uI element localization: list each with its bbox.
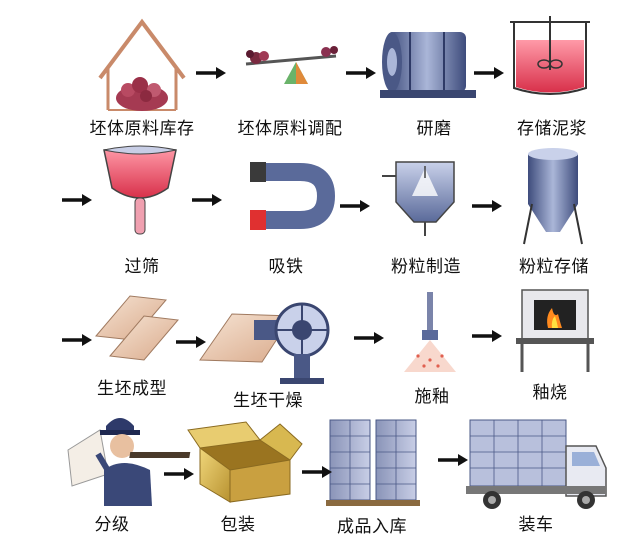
warehouse-stacks-icon <box>326 419 420 506</box>
step-label-raw-material-storage: 坯体原料库存 <box>89 119 195 139</box>
arrow-right-icon <box>164 468 194 480</box>
arrow-right-icon <box>192 194 222 206</box>
step-label-glazing: 施釉 <box>414 387 450 407</box>
arrow-right-icon <box>472 330 502 342</box>
dryer-fan-icon <box>199 302 330 384</box>
spray-dryer-icon <box>382 161 455 236</box>
arrow-right-icon <box>62 194 92 206</box>
arrow-right-icon <box>354 332 384 344</box>
step-label-sieving: 过筛 <box>124 257 160 277</box>
glaze-spray-icon <box>404 292 456 372</box>
step-label-loading: 装车 <box>518 515 554 535</box>
arrow-right-icon <box>346 67 376 79</box>
arrow-right-icon <box>62 334 92 346</box>
raw-material-storage-icon <box>98 18 186 111</box>
green-body-tiles-icon <box>95 295 179 361</box>
step-label-iron-removal: 吸铁 <box>268 257 304 277</box>
arrow-right-icon <box>302 466 332 478</box>
kiln-icon <box>516 289 594 372</box>
step-label-powder-storage: 粉粒存储 <box>519 257 589 277</box>
step-label-slurry-storage: 存储泥浆 <box>517 119 587 139</box>
step-label-grinding: 研磨 <box>416 119 452 139</box>
step-label-raw-material-mixing: 坯体原料调配 <box>237 119 343 139</box>
truck-icon <box>466 419 607 509</box>
arrow-right-icon <box>196 67 226 79</box>
packing-box-icon <box>129 421 303 503</box>
arrow-right-icon <box>474 67 504 79</box>
step-label-grading: 分级 <box>94 515 130 535</box>
arrow-right-icon <box>438 454 468 466</box>
raw-material-mixing-icon <box>245 46 338 84</box>
arrow-right-icon <box>472 200 502 212</box>
step-label-green-forming: 生坯成型 <box>97 379 167 399</box>
arrow-right-icon <box>176 336 206 348</box>
magnet-icon <box>250 162 336 230</box>
step-label-packing: 包装 <box>220 515 256 535</box>
slurry-tank-icon <box>510 16 590 95</box>
step-label-powder-making: 粉粒制造 <box>391 257 461 277</box>
arrow-right-icon <box>340 200 370 212</box>
ball-mill-icon <box>380 32 476 98</box>
step-label-glaze-firing: 釉烧 <box>532 383 568 403</box>
sieve-funnel-icon <box>103 145 177 235</box>
inspector-worker-icon <box>67 418 152 506</box>
powder-silo-icon <box>523 148 583 245</box>
step-label-green-drying: 生坯干燥 <box>233 391 303 411</box>
step-label-warehousing: 成品入库 <box>337 517 407 537</box>
flow-arrows <box>62 67 504 480</box>
